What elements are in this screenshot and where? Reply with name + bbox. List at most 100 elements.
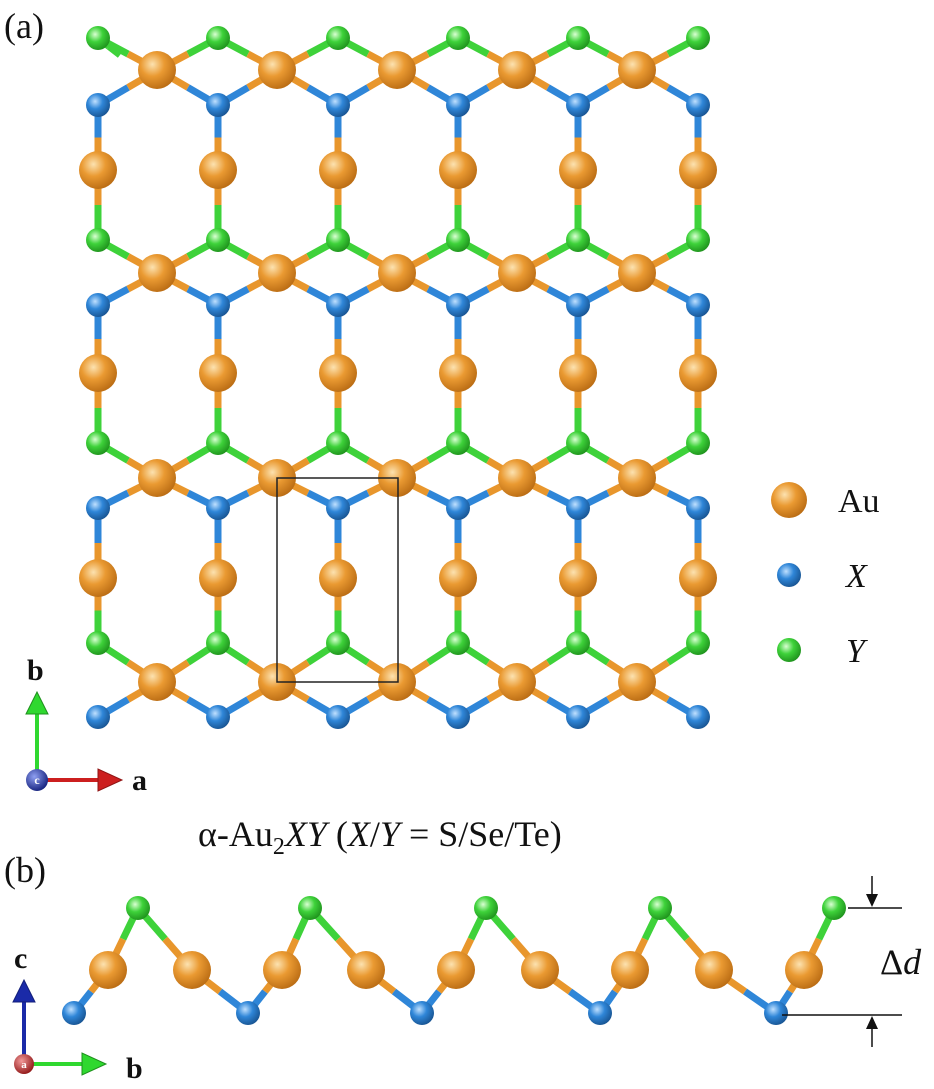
y-atom [206,26,230,50]
legend: Au X Y [771,482,880,670]
axis-a-label: a [132,764,147,797]
au-atom [618,254,656,292]
legend-au-atom [771,482,807,518]
y-atom [86,631,110,655]
y-atom [686,431,710,455]
unit-cell-box [276,477,399,683]
au-atom [263,951,301,989]
x-atom [326,293,350,317]
legend-x-label: X [844,558,868,595]
y-atom [86,26,110,50]
au-atom [79,354,117,392]
au-atom [79,151,117,189]
x-atom [86,93,110,117]
x-atom [566,93,590,117]
formula-caption: α-Au2XY (X/Y = S/Se/Te) [198,814,562,860]
au-atom [559,354,597,392]
y-atom [206,431,230,455]
caption-xy: XY [283,814,331,854]
au-atom [89,951,127,989]
x-atom [326,705,350,729]
au-atom [199,151,237,189]
caption-rest: = S/Se/Te) [400,814,562,854]
x-atom [686,93,710,117]
x-atom [446,93,470,117]
y-atom [326,228,350,252]
x-atom [566,705,590,729]
au-atom [679,354,717,392]
x-atom [206,496,230,520]
x-atom [446,705,470,729]
axis-b-label: b [27,654,44,687]
x-atom [206,93,230,117]
au-atom [559,151,597,189]
au-atom [439,151,477,189]
au-atom [199,559,237,597]
axis-a-origin [14,1054,34,1074]
au-atom [785,951,823,989]
au-atom [498,663,536,701]
axes-indicator-a: c b a [25,654,147,797]
x-atom [566,293,590,317]
axis-c-label-b: c [14,942,27,975]
atoms-side-view [62,896,846,1025]
y-atom [686,631,710,655]
caption-prefix: -Au [217,814,273,854]
y-atom [686,228,710,252]
axis-c-origin [26,769,48,791]
x-atom [326,496,350,520]
legend-x-atom [777,563,801,587]
au-atom [439,354,477,392]
axis-b-label-b: b [126,1052,143,1085]
y-atom [326,631,350,655]
x-atom [86,496,110,520]
x-atom [446,293,470,317]
chain-side-view [62,896,846,1025]
y-atom [126,896,150,920]
panel-b-label: (b) [4,850,46,890]
y-atom [86,431,110,455]
au-atom [437,951,475,989]
au-atom [319,354,357,392]
x-atom [326,93,350,117]
legend-au-label: Au [838,483,880,520]
lattice-top-view [79,26,717,729]
au-atom [559,559,597,597]
delta-d-label: Δd [880,942,922,982]
au-atom [378,51,416,89]
au-atom [498,51,536,89]
y-atom [822,896,846,920]
au-atom [173,951,211,989]
au-atom [138,51,176,89]
au-atom [138,663,176,701]
caption-alpha: α [198,814,217,854]
au-atom [258,254,296,292]
caption-sub: 2 [273,834,285,860]
panel-a-label: (a) [4,6,44,46]
delta-d-dimension: Δd [782,876,922,1047]
caption-paren: ( [327,814,348,854]
y-atom [326,26,350,50]
x-atom [62,1001,86,1025]
legend-y-atom [777,638,801,662]
au-atom [439,559,477,597]
y-atom [566,228,590,252]
y-atom [648,896,672,920]
y-atom [686,26,710,50]
y-atom [206,631,230,655]
x-atom [686,496,710,520]
x-atom [686,705,710,729]
au-atom [79,559,117,597]
x-atom [236,1001,260,1025]
au-atom [498,254,536,292]
au-atom [679,559,717,597]
au-atom [138,254,176,292]
x-atom [566,496,590,520]
au-atom [618,459,656,497]
au-atom [611,951,649,989]
x-atom [588,1001,612,1025]
y-atom [326,431,350,455]
x-atom [686,293,710,317]
axes-indicator-b: a c b [12,942,143,1085]
au-atom [199,354,237,392]
